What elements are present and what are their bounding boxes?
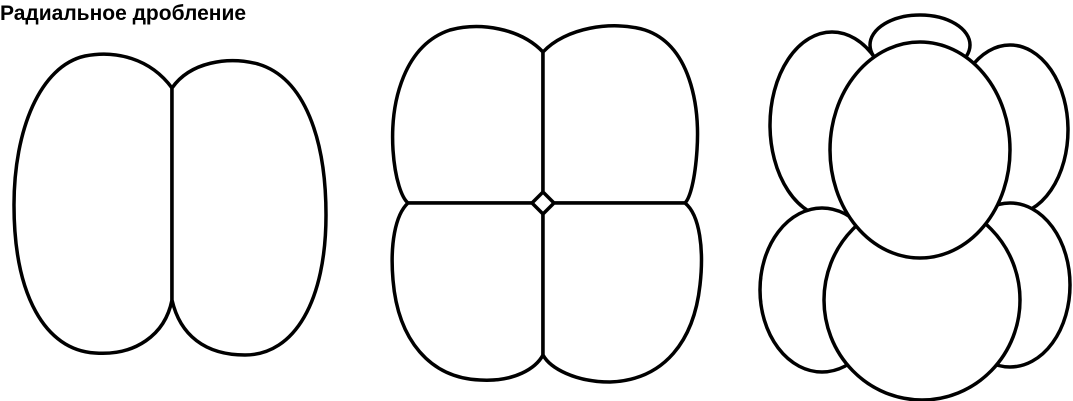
blastomere-upper-left <box>393 27 543 203</box>
blastomere-right <box>172 61 326 355</box>
blastomere-left <box>14 54 172 353</box>
blastomere-lower-right <box>543 203 701 382</box>
four-cell-stage <box>392 26 701 382</box>
blastomere-lower-left <box>392 203 543 380</box>
two-cell-stage <box>14 54 326 355</box>
blastomere-upper-front <box>830 42 1010 258</box>
blastomere-upper-right <box>543 26 697 203</box>
eight-cell-stage <box>760 15 1070 400</box>
